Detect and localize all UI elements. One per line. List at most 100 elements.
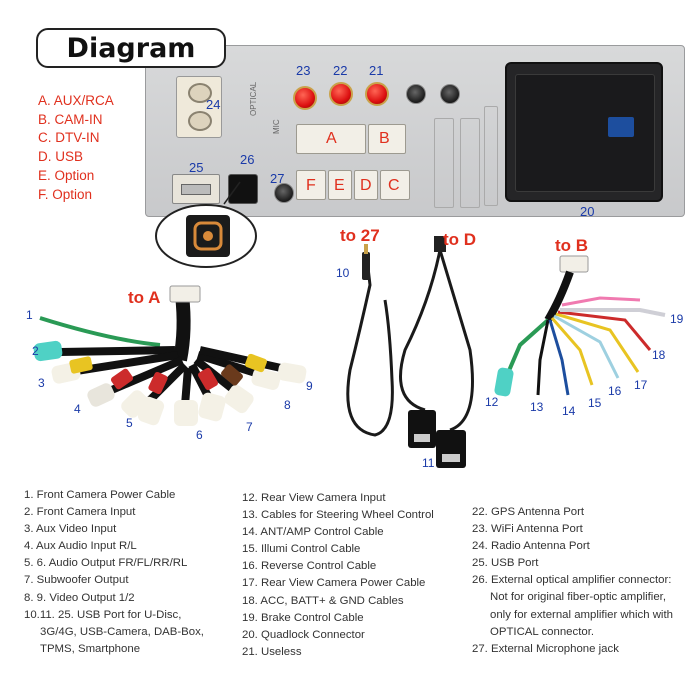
legend-item: D. USB [38,149,84,165]
list-item: 25. USB Port [472,557,539,570]
description-list-1: 1. Front Camera Power Cable 2. Front Cam… [24,487,204,658]
connector-f [296,170,326,200]
cable-number-13: 13 [530,400,544,414]
connector-c [380,170,410,200]
wifi-antenna-port [293,86,317,110]
cable-number-10: 10 [336,266,350,280]
legend-item: A. AUX/RCA [38,93,114,108]
legend-item: B. CAM-IN [38,111,103,127]
port-number-20: 20 [580,204,595,219]
panel-rib [484,106,498,206]
connector-f-label: F [306,177,316,194]
list-item: 23. WiFi Antenna Port [472,523,583,536]
cable-number-7: 7 [246,420,253,434]
cable-number-14: 14 [562,404,576,418]
port-number-24: 24 [206,97,221,112]
list-item: 3G/4G, USB-Camera, DAB-Box, [40,625,204,638]
list-item: 8. 9. Video Output 1/2 [24,591,135,604]
panel-rib [460,118,480,208]
port-number-25: 25 [189,160,204,175]
power-harness [494,255,666,397]
cable-number-19: 19 [670,312,684,326]
list-item: 13. Cables for Steering Wheel Control [242,509,434,522]
port-number-21: 21 [369,63,384,78]
mic-jack [274,183,294,203]
list-item: 3. Aux Video Input [24,523,117,536]
list-item: 18. ACC, BATT+ & GND Cables [242,594,404,607]
radio-antenna-port [176,76,222,138]
diagram-title: Diagram [36,28,226,68]
legend-item: E. Option [38,167,95,183]
usb-port [172,174,220,204]
description-list-2: 12. Rear View Camera Input 13. Cables fo… [242,490,434,661]
connector-d [354,170,378,200]
quadlock-connector [505,62,663,202]
rca-harness [33,285,307,426]
cable-number-6: 6 [196,428,203,442]
list-item: 26. External optical amplifier connector… [472,574,672,587]
list-item: 21. Useless [242,645,302,658]
gps-antenna-port [329,82,353,106]
legend-item: F. Option [38,186,93,202]
list-item: 19. Brake Control Cable [242,611,364,624]
list-item: 16. Reverse Control Cable [242,560,377,573]
connector-e [328,170,352,200]
usb-cable [399,236,474,468]
list-item: 12. Rear View Camera Input [242,492,386,504]
to-27-label: to 27 [340,226,380,245]
port-number-22: 22 [333,63,348,78]
connector-legend: A. AUX/RCA B. CAM-IN C. DTV-IN D. USB E.… [38,92,114,204]
cable-number-8: 8 [284,398,291,412]
list-item: 10.11. 25. USB Port for U-Disc, [24,608,182,621]
description-list-3: 22. GPS Antenna Port 23. WiFi Antenna Po… [472,504,673,658]
list-item: TPMS, Smartphone [40,642,141,655]
optical-port [228,174,258,204]
list-item: OPTICAL connector. [490,625,595,638]
cable-number-17: 17 [634,378,648,392]
list-item: 2. Front Camera Input [24,506,136,519]
connector-b-label: B [379,130,390,147]
connector-d-label: D [360,177,372,194]
cable-number-12: 12 [485,395,499,409]
list-item: 1. Front Camera Power Cable [24,489,176,501]
cable-number-16: 16 [608,384,622,398]
cable-number-15: 15 [588,396,602,410]
to-d-label: to D [443,230,477,249]
list-item: 27. External Microphone jack [472,642,619,655]
port-number-27: 27 [270,171,285,186]
connector-b [368,124,406,154]
cable-number-18: 18 [652,348,666,362]
connector-e-label: E [334,177,345,194]
cable-number-4: 4 [74,402,81,416]
list-item: 22. GPS Antenna Port [472,506,585,518]
useless-antenna-port [365,82,389,106]
legend-item: C. DTV-IN [38,130,100,146]
list-item: 15. Illumi Control Cable [242,543,361,556]
cable-number-2: 2 [32,344,39,358]
connector-c-label: C [388,177,400,194]
cable-number-9: 9 [306,379,313,393]
panel-hole [440,84,460,104]
connector-a-label: A [326,130,337,147]
panel-hole [406,84,426,104]
to-b-label: to B [555,236,589,255]
list-item: Not for original fiber-optic amplifier, [490,591,666,604]
list-item: 14. ANT/AMP Control Cable [242,526,384,539]
port-number-26: 26 [240,152,255,167]
list-item: 4. Aux Audio Input R/L [24,540,137,553]
list-item: 7. Subwoofer Output [24,574,129,587]
list-item: 20. Quadlock Connector [242,628,365,641]
list-item: 5. 6. Audio Output FR/FL/RR/RL [24,557,188,570]
to-a-label: to A [128,288,161,307]
cable-number-3: 3 [38,376,45,390]
list-item: 24. Radio Antenna Port [472,540,590,553]
cable-number-1: 1 [26,308,33,322]
list-item: 17. Rear View Camera Power Cable [242,577,426,590]
panel-rib [434,118,454,208]
microphone-cable [346,244,394,437]
cable-number-5: 5 [126,416,133,430]
port-number-23: 23 [296,63,311,78]
connector-a [296,124,366,154]
